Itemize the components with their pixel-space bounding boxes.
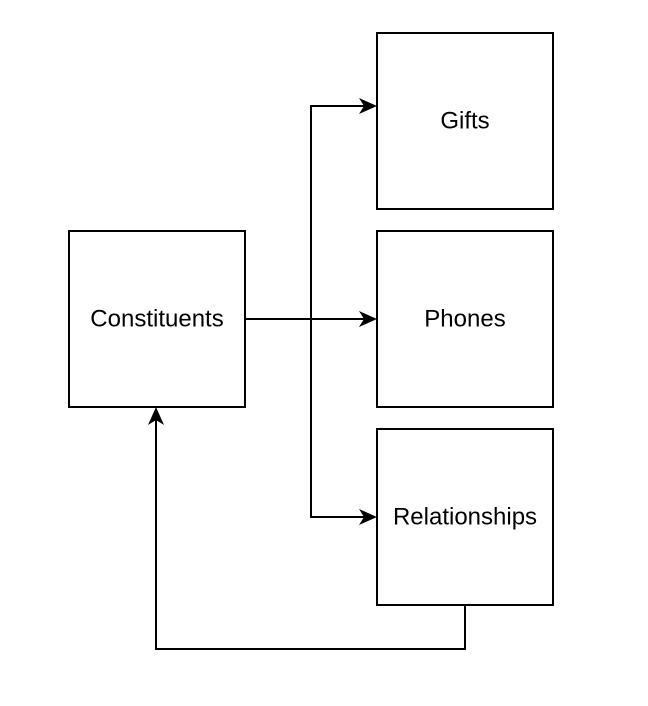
node-constituents: Constituents [68,230,246,408]
edge-constituents-to-gifts [310,105,364,319]
node-gifts-label: Gifts [440,108,489,135]
node-constituents-label: Constituents [90,306,223,333]
arrowhead-relationships [359,509,377,525]
node-gifts-box [376,32,554,210]
node-constituents-box [68,230,246,408]
node-phones: Phones [376,230,554,408]
node-relationships-label: Relationships [393,504,537,531]
edge-relationships-to-constituents [155,420,466,650]
node-relationships-box [376,428,554,606]
node-relationships: Relationships [376,428,554,606]
edge-constituents-to-relationships [310,319,364,518]
node-gifts: Gifts [376,32,554,210]
node-phones-label: Phones [424,306,505,333]
arrowhead-constituents [148,407,164,425]
arrowhead-gifts [359,98,377,114]
node-phones-box [376,230,554,408]
arrowhead-phones [359,311,377,327]
edges [148,98,466,650]
